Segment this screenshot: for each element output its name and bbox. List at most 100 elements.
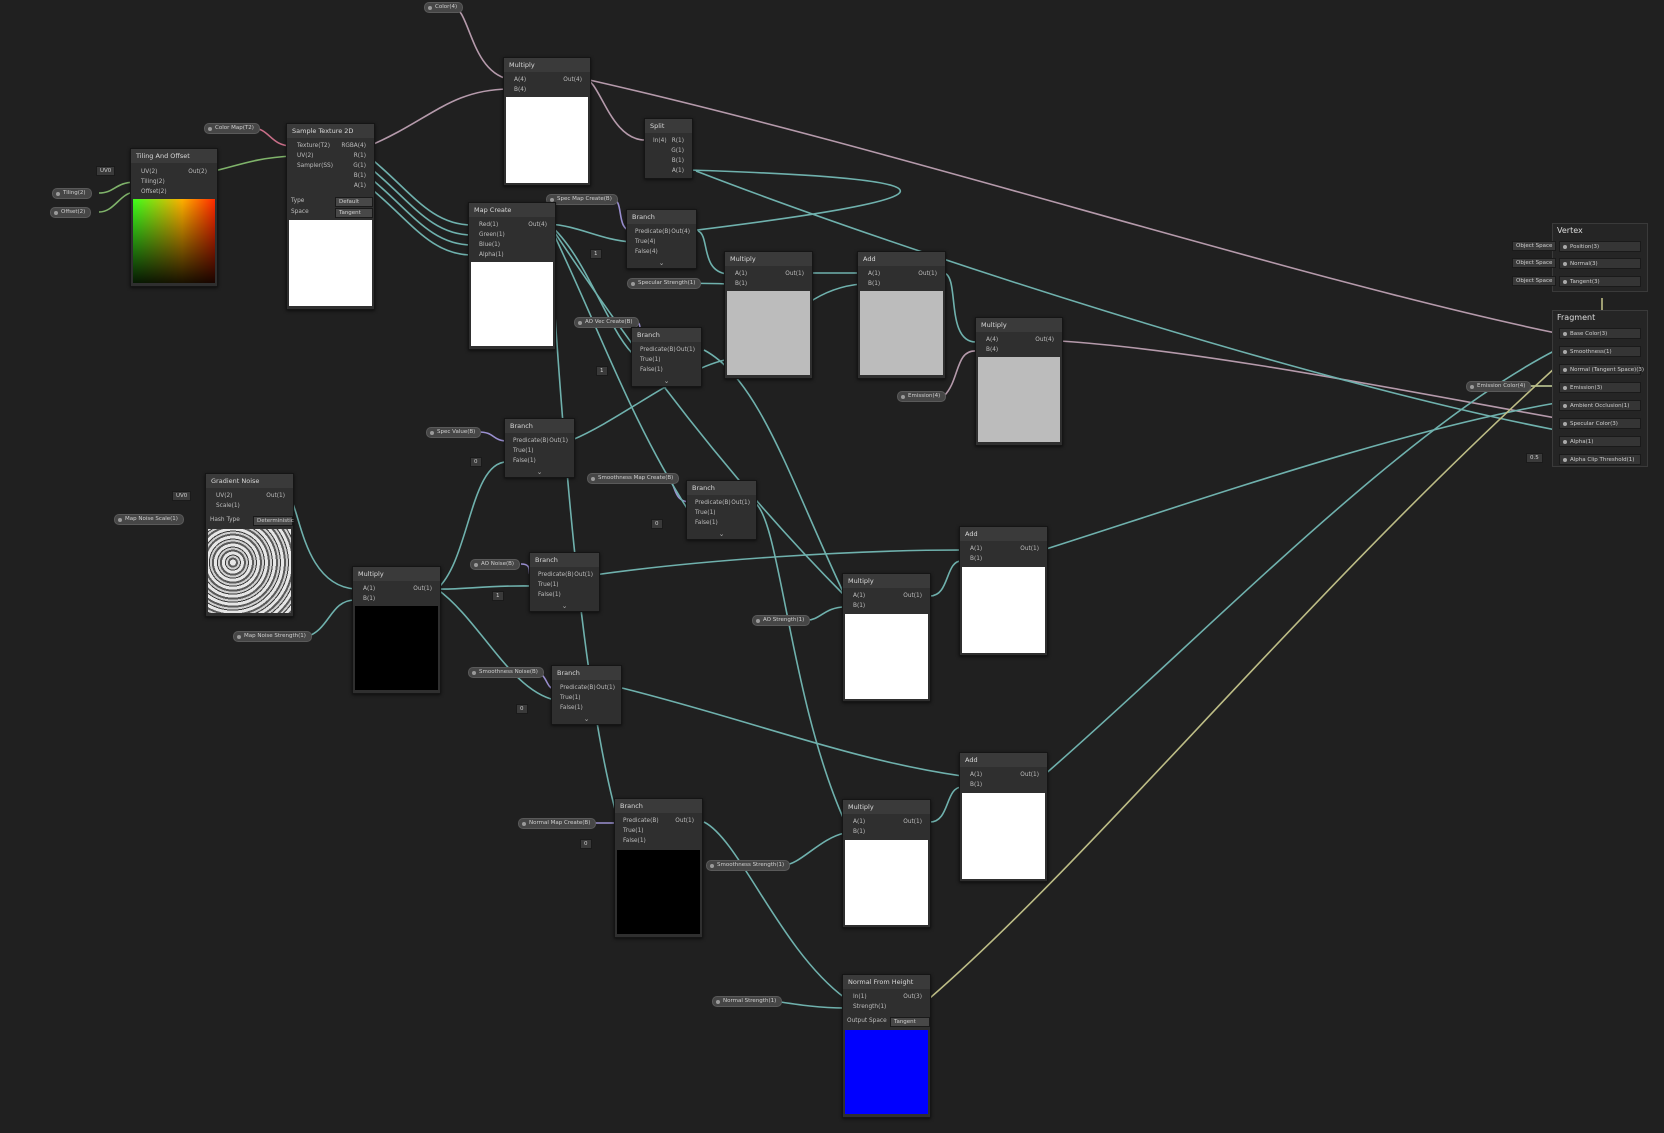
port-predicate[interactable]: Predicate(B) <box>538 572 574 578</box>
property-smoothness-map-create[interactable]: Smoothness Map Create(B) <box>587 473 680 484</box>
port-true[interactable]: True(1) <box>538 582 559 588</box>
port-false[interactable]: False(1) <box>538 592 561 598</box>
hash-type-dropdown[interactable]: Deterministic <box>253 516 294 526</box>
port-texture[interactable]: Texture(T2) <box>297 143 330 149</box>
port-false[interactable]: False(1) <box>695 520 718 526</box>
port-r[interactable]: R(1) <box>353 153 366 159</box>
uv-channel-dropdown[interactable]: UV0 <box>96 166 116 176</box>
property-ao-vec-create[interactable]: AO Vec Create(B) <box>574 317 639 328</box>
property-smoothness-strength[interactable]: Smoothness Strength(1) <box>706 860 791 871</box>
multiply-color-node[interactable]: Multiply A(4) B(4) Out(4) <box>503 57 591 186</box>
tiling-and-offset-node[interactable]: Tiling And Offset UV(2) Tiling(2) Offset… <box>130 148 218 287</box>
uv-channel-dropdown[interactable]: UV0 <box>172 491 192 501</box>
branch-spec-value-node[interactable]: Branch Predicate(B) True(1) False(1) Out… <box>504 418 575 478</box>
port-true[interactable]: True(1) <box>640 357 661 363</box>
base-color-slot[interactable]: Base Color(3) <box>1559 328 1641 339</box>
property-color-map[interactable]: Color Map(T2) <box>204 123 260 134</box>
port-tiling[interactable]: Tiling(2) <box>141 179 165 185</box>
false-value-field[interactable]: 0 <box>470 457 482 467</box>
branch-ao-noise-node[interactable]: Branch Predicate(B) True(1) False(1) Out… <box>529 552 600 612</box>
port-a[interactable]: A(1) <box>970 546 983 552</box>
multiply-smoothness-node[interactable]: Multiply A(1) B(1) Out(1) <box>842 799 931 928</box>
type-dropdown[interactable]: Default <box>335 197 373 207</box>
port-red[interactable]: Red(1) <box>479 222 499 228</box>
alpha-slot[interactable]: Alpha(1) <box>1559 436 1641 447</box>
port-a[interactable]: A(1) <box>853 819 866 825</box>
port-out[interactable]: Out(1) <box>675 818 694 824</box>
property-normal-strength[interactable]: Normal Strength(1) <box>712 996 783 1007</box>
property-normal-map-create[interactable]: Normal Map Create(B) <box>518 818 597 829</box>
normal-space-field[interactable]: Object Space <box>1512 258 1557 268</box>
property-ao-noise[interactable]: AO Noise(B) <box>470 559 521 570</box>
collapse-chevron-icon[interactable]: ⌄ <box>561 602 568 610</box>
emission-slot[interactable]: Emission(3) <box>1559 382 1641 393</box>
port-a[interactable]: A(4) <box>514 77 527 83</box>
false-value-field[interactable]: 1 <box>492 591 504 601</box>
property-ao-strength[interactable]: AO Strength(1) <box>752 615 811 626</box>
port-strength[interactable]: Strength(1) <box>853 1004 887 1010</box>
vertex-tangent-slot[interactable]: Tangent(3) <box>1559 276 1641 287</box>
multiply-emission-node[interactable]: Multiply A(4) B(4) Out(4) <box>975 317 1063 446</box>
property-offset[interactable]: Offset(2) <box>50 207 92 218</box>
port-b[interactable]: B(1) <box>671 158 684 164</box>
false-value-field[interactable]: 0 <box>580 839 592 849</box>
normal-slot[interactable]: Normal (Tangent Space)(3) <box>1559 364 1644 375</box>
property-spec-value[interactable]: Spec Value(B) <box>426 427 482 438</box>
port-a[interactable]: A(1) <box>853 593 866 599</box>
multiply-ao-node[interactable]: Multiply A(1) B(1) Out(1) <box>842 573 931 702</box>
add-spec-node[interactable]: Add A(1) B(1) Out(1) <box>857 251 946 379</box>
port-false[interactable]: False(1) <box>513 458 536 464</box>
port-out[interactable]: Out(1) <box>413 586 432 592</box>
port-in[interactable]: In(4) <box>653 138 667 144</box>
port-out[interactable]: Out(1) <box>1020 546 1039 552</box>
false-value-field[interactable]: 1 <box>590 249 602 259</box>
multiply-noise-node[interactable]: Multiply A(1) B(1) Out(1) <box>352 566 441 694</box>
port-a[interactable]: A(1) <box>353 183 366 189</box>
port-out[interactable]: Out(3) <box>903 994 922 1000</box>
fragment-block[interactable]: Fragment Base Color(3) Smoothness(1) Nor… <box>1552 310 1648 467</box>
false-value-field[interactable]: 0 <box>516 704 528 714</box>
port-g[interactable]: G(1) <box>353 163 366 169</box>
alpha-clip-value-field[interactable]: 0.5 <box>1526 453 1543 463</box>
port-a[interactable]: A(1) <box>868 271 881 277</box>
port-true[interactable]: True(1) <box>560 695 581 701</box>
port-b[interactable]: B(1) <box>363 596 376 602</box>
collapse-chevron-icon[interactable]: ⌄ <box>583 715 590 723</box>
port-scale[interactable]: Scale(1) <box>216 503 240 509</box>
branch-smoothness-map-node[interactable]: Branch Predicate(B) True(1) False(1) Out… <box>686 480 757 540</box>
port-uv[interactable]: UV(2) <box>216 493 233 499</box>
port-true[interactable]: True(1) <box>623 828 644 834</box>
port-predicate[interactable]: Predicate(B) <box>695 500 731 506</box>
normal-from-height-node[interactable]: Normal From Height In(1) Strength(1) Out… <box>842 974 931 1118</box>
port-out[interactable]: Out(1) <box>903 819 922 825</box>
port-rgba[interactable]: RGBA(4) <box>341 143 366 149</box>
port-alpha[interactable]: Alpha(1) <box>479 252 504 258</box>
port-uv[interactable]: UV(2) <box>141 169 158 175</box>
port-b[interactable]: B(1) <box>970 782 983 788</box>
port-out[interactable]: Out(1) <box>574 572 593 578</box>
output-space-dropdown[interactable]: Tangent <box>890 1017 930 1027</box>
ambient-occlusion-slot[interactable]: Ambient Occlusion(1) <box>1559 400 1641 411</box>
collapse-chevron-icon[interactable]: ⌄ <box>536 468 543 476</box>
vertex-position-slot[interactable]: Position(3) <box>1559 241 1641 252</box>
smoothness-slot[interactable]: Smoothness(1) <box>1559 346 1641 357</box>
sample-texture-2d-node[interactable]: Sample Texture 2D Texture(T2) UV(2) Samp… <box>286 123 375 310</box>
false-value-field[interactable]: 0 <box>651 519 663 529</box>
port-uv[interactable]: UV(2) <box>297 153 314 159</box>
port-a[interactable]: A(1) <box>970 772 983 778</box>
property-emission-color[interactable]: Emission Color(4) <box>1466 381 1532 392</box>
position-space-field[interactable]: Object Space <box>1512 241 1557 251</box>
port-blue[interactable]: Blue(1) <box>479 242 501 248</box>
property-color[interactable]: Color(4) <box>424 2 464 13</box>
port-g[interactable]: G(1) <box>671 148 684 154</box>
port-b[interactable]: B(1) <box>970 556 983 562</box>
add-smoothness-node[interactable]: Add A(1) B(1) Out(1) <box>959 752 1048 882</box>
space-dropdown[interactable]: Tangent <box>335 208 373 218</box>
port-true[interactable]: True(4) <box>635 239 656 245</box>
property-spec-map-create[interactable]: Spec Map Create(B) <box>546 194 618 205</box>
port-out[interactable]: Out(1) <box>785 271 804 277</box>
port-out[interactable]: Out(1) <box>731 500 750 506</box>
port-true[interactable]: True(1) <box>513 448 534 454</box>
port-predicate[interactable]: Predicate(B) <box>623 818 659 824</box>
port-a[interactable]: A(1) <box>671 168 684 174</box>
